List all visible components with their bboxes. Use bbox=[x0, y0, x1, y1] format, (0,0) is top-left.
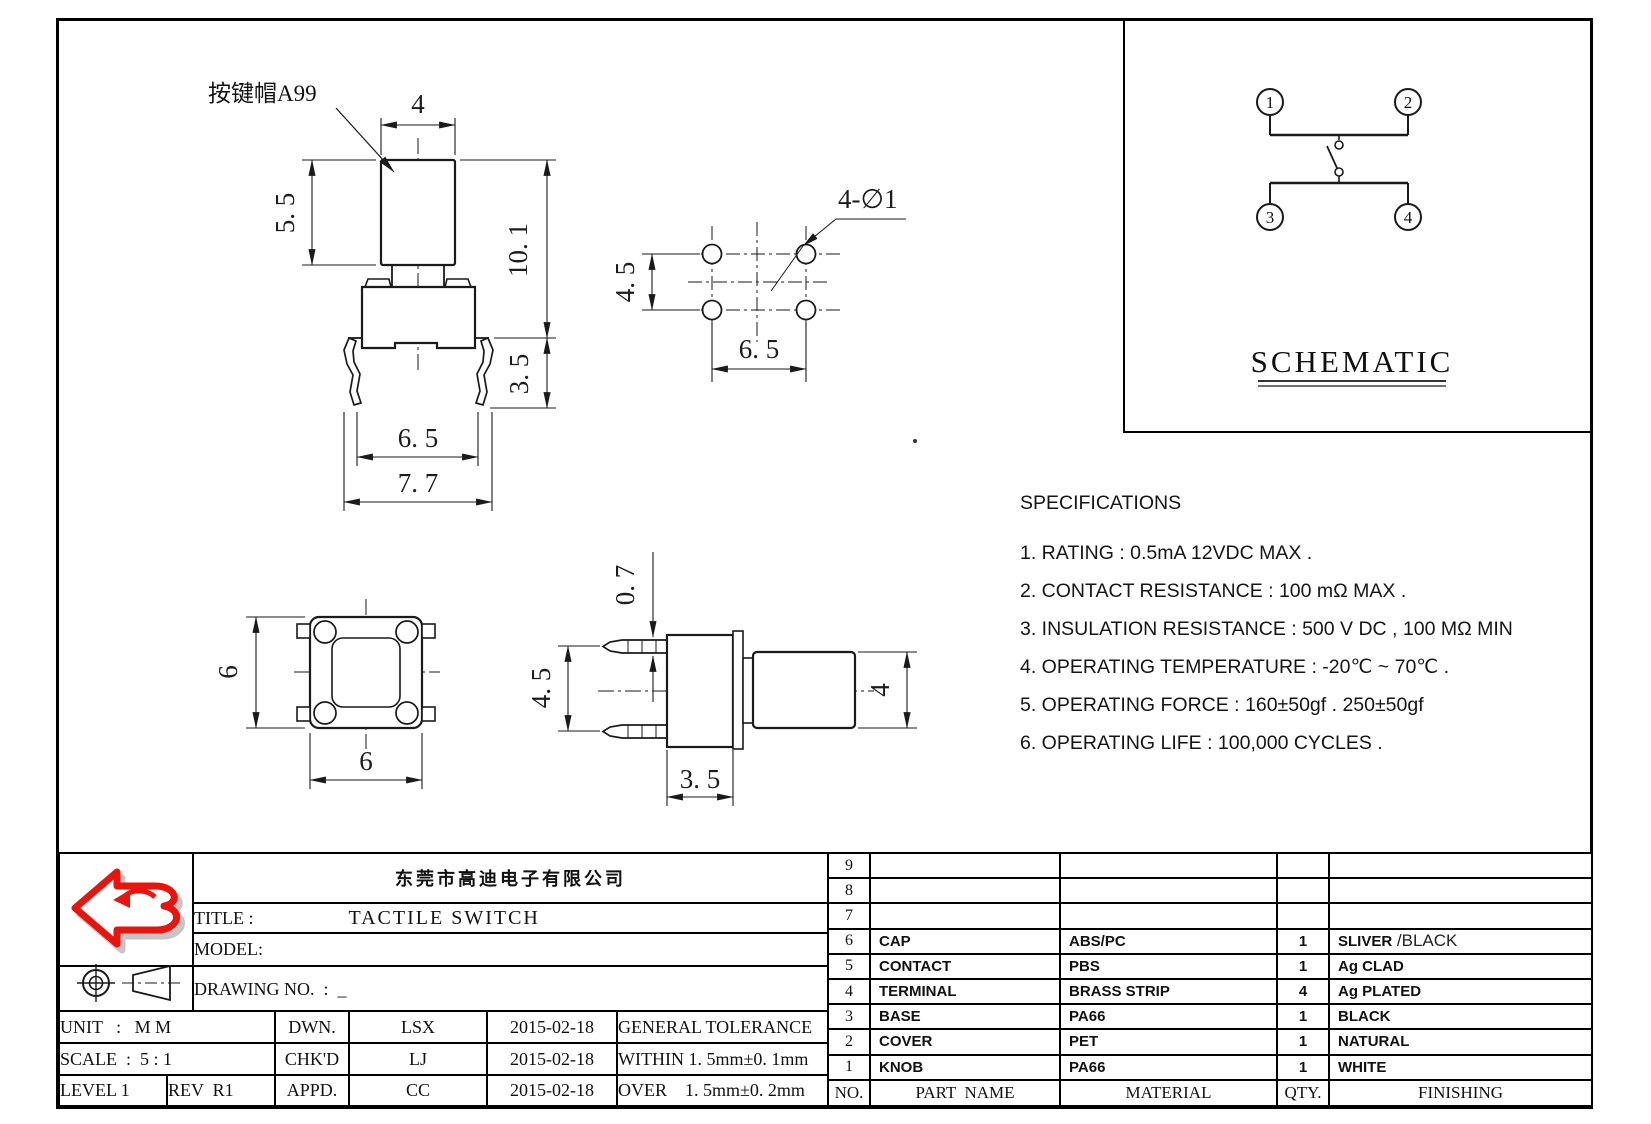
projection-symbol-cell bbox=[58, 965, 194, 1014]
tolerance-over: OVER 1. 5mm±0. 2mm bbox=[616, 1074, 829, 1107]
spec-item: 1. RATING : 0.5mA 12VDC MAX . bbox=[1020, 542, 1313, 564]
scale-cell: SCALE : 5 : 1 bbox=[58, 1042, 276, 1076]
spec-item: 3. INSULATION RESISTANCE : 500 V DC , 10… bbox=[1020, 618, 1513, 640]
model-label: MODEL: bbox=[192, 932, 829, 967]
logo-cell bbox=[58, 852, 194, 967]
company-name: 东莞市高迪电子有限公司 bbox=[192, 852, 829, 904]
drawing-no-label: DRAWING NO. : _ bbox=[192, 965, 829, 1014]
rev-cell: REV R1 bbox=[166, 1074, 276, 1107]
table-row: 8 bbox=[827, 877, 1593, 905]
title-row: TITLE : TACTILE SWITCH bbox=[192, 902, 829, 934]
apd-date: 2015-02-18 bbox=[486, 1074, 618, 1107]
chk-date: 2015-02-18 bbox=[486, 1042, 618, 1076]
unit-cell: UNIT : M M bbox=[58, 1010, 276, 1044]
level-cell: LEVEL 1 bbox=[58, 1074, 168, 1107]
dwn-label: DWN. bbox=[274, 1010, 350, 1044]
title-block: 东莞市高迪电子有限公司 TITLE : TACTILE SWITCH MODEL:… bbox=[58, 852, 829, 1014]
apd-name: CC bbox=[348, 1074, 488, 1107]
spec-item: 5. OPERATING FORCE : 160±50gf . 250±50gf bbox=[1020, 694, 1424, 716]
title-label: TITLE : bbox=[194, 907, 254, 928]
approval-block: UNIT : M M DWN. LSX 2015-02-18 GENERAL T… bbox=[58, 1010, 829, 1107]
spec-item: 2. CONTACT RESISTANCE : 100 mΩ MAX . bbox=[1020, 580, 1407, 602]
drawing-title: TACTILE SWITCH bbox=[348, 906, 540, 929]
chk-label: CHK'D bbox=[274, 1042, 350, 1076]
dwn-date: 2015-02-18 bbox=[486, 1010, 618, 1044]
specifications-title: SPECIFICATIONS bbox=[1020, 492, 1182, 514]
finish-primary: SLIVER bbox=[1338, 933, 1393, 951]
specifications-block: SPECIFICATIONS 1. RATING : 0.5mA 12VDC M… bbox=[1020, 492, 1513, 762]
table-row: 7 bbox=[827, 902, 1593, 930]
dwn-name: LSX bbox=[348, 1010, 488, 1044]
tolerance-within: WITHIN 1. 5mm±0. 1mm bbox=[616, 1042, 829, 1076]
schematic-box bbox=[1123, 21, 1593, 433]
tolerance-title: GENERAL TOLERANCE bbox=[616, 1010, 829, 1044]
finish-secondary: /BLACK bbox=[1392, 931, 1458, 951]
spec-item: 4. OPERATING TEMPERATURE : -20℃ ~ 70℃ . bbox=[1020, 656, 1450, 678]
spec-item: 6. OPERATING LIFE : 100,000 CYCLES . bbox=[1020, 732, 1383, 754]
chk-name: LJ bbox=[348, 1042, 488, 1076]
drawing-frame bbox=[56, 18, 1593, 1109]
table-row: 9 bbox=[827, 851, 1593, 880]
apd-label: APPD. bbox=[274, 1074, 350, 1107]
